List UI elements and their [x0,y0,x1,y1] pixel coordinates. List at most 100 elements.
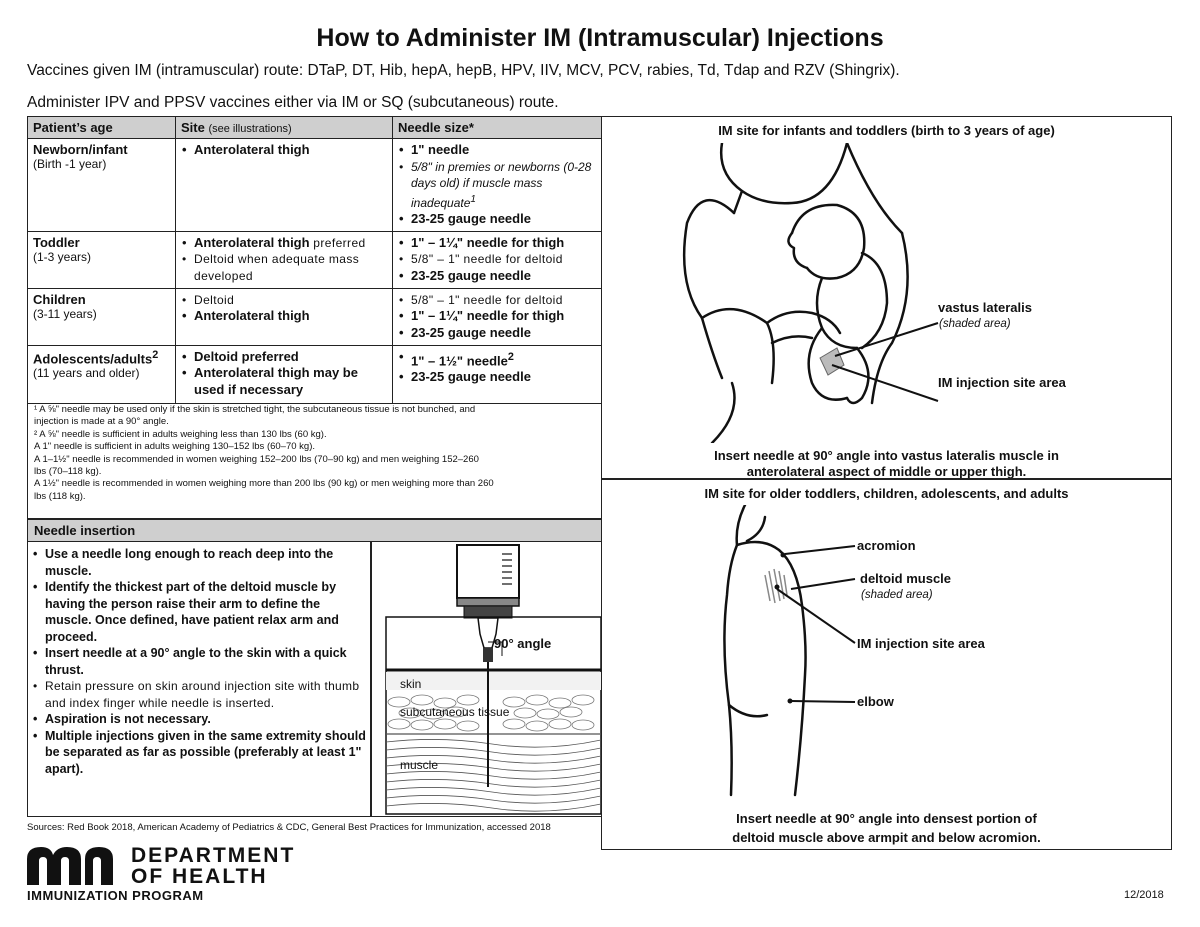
page-title: How to Administer IM (Intramuscular) Inj… [316,24,884,52]
site-cell: Deltoid Anterolateral thigh [175,287,393,346]
adult-panel-title: IM site for older toddlers, children, ad… [704,486,1069,501]
list-item: Use a needle long enough to reach deep i… [32,546,370,579]
needle-item: 23-25 gauge needle [398,211,596,228]
site-cell: Anterolateral thigh [175,138,393,232]
age-range: (11 years and older) [33,365,140,380]
adult-arm-illustration [723,505,856,797]
site-cell: Deltoid preferred Anterolateral thigh ma… [175,344,393,404]
age-label: Adolescents/adults2 [33,349,170,366]
needle-item: 5/8" – 1" needle for deltoid [398,292,596,309]
logo-line1: DEPARTMENT [131,844,296,867]
needle-cell: 1" – 1¼" needle for thigh 5/8" – 1" need… [392,230,602,289]
needle-item: 23-25 gauge needle [398,369,596,386]
deltoid-label: deltoid muscle [860,571,952,586]
footnote-ref: 2 [507,350,514,363]
needle-cell: 5/8" – 1" needle for deltoid 1" – 1¼" ne… [392,287,602,346]
column-divider [370,542,372,816]
footnote-line: A 1½" needle is recommended in women wei… [34,478,494,490]
age-range: (Birth -1 year) [33,157,107,171]
site-item: Anterolateral thigh [181,142,387,159]
needle-item: 23-25 gauge needle [398,268,596,285]
site-item: Anterolateral thigh may be used if neces… [181,365,387,398]
needle-item: 1" – 1½" needle2 [398,349,596,370]
site-bold: Anterolateral thigh [194,234,310,250]
age-label: Newborn/infant [33,142,128,157]
deltoid-shaded-note: (shaded area) [861,589,933,601]
diagram-skin-label: skin [400,677,422,691]
age-cell: Adolescents/adults2 (11 years and older) [27,344,176,404]
header-site-note: (see illustrations) [208,123,292,135]
site-item: Deltoid preferred [181,349,387,366]
age-cell: Toddler (1-3 years) [27,230,176,289]
age-label: Toddler [33,234,80,250]
mn-logo-icon [27,847,113,885]
footnotes: ¹ A ⅝" needle may be used only if the sk… [27,401,602,519]
table-row: Children (3-11 years) Deltoid Anterolate… [27,287,602,346]
infant-caption-line1: Insert needle at 90° angle into vastus l… [714,448,1059,463]
logo-department: DEPARTMENT OF HEALTH [131,845,295,887]
intro-vaccines-im: Vaccines given IM (intramuscular) route:… [27,62,900,79]
adult-site-panel: IM site for older toddlers, children, ad… [601,478,1172,850]
intro-vaccines-ipv: Administer IPV and PPSV vaccines either … [27,94,559,111]
adult-injection-site-label: IM injection site area [857,636,985,651]
footnote-line: ² A ⅝" needle is sufficient in adults we… [34,428,327,440]
diagram-muscle-label: muscle [400,758,439,772]
needle-size-table: Patient’s age Site (see illustrations) N… [27,116,602,404]
footnote-ref: 2 [152,348,159,361]
infant-injection-site-label: IM injection site area [938,375,1066,390]
site-item: Anterolateral thigh preferred [181,235,387,252]
footnote-line: injection is made at a 90° angle. [34,416,169,428]
revision-date: 12/2018 [1124,889,1164,901]
table-row: Adolescents/adults2 (11 years and older)… [27,344,602,404]
infant-panel-title: IM site for infants and toddlers (birth … [718,123,1055,138]
age-cell: Newborn/infant (Birth -1 year) [27,138,176,232]
logo-line2: OF HEALTH [131,865,268,888]
header-site: Site (see illustrations) [175,116,393,139]
vastus-lateralis-label: vastus lateralis [938,300,1032,315]
vastus-shaded-note: (shaded area) [939,318,1011,330]
needle-cell: 1" – 1½" needle2 23-25 gauge needle [392,344,602,404]
age-range: (3-11 years) [33,306,97,321]
needle-text: 1" – 1½" needle [411,352,508,368]
adult-caption-line2: deltoid muscle above armpit and below ac… [732,830,1041,845]
diagram-subcutaneous-label: subcutaneous tissue [400,705,510,719]
age-text: Adolescents/adults [33,350,153,366]
needle-item: 1" needle [398,142,596,159]
list-item: Multiple injections given in the same ex… [32,728,370,778]
needle-item: 5/8" in premies or newborns (0-28 days o… [398,159,596,212]
age-range: (1-3 years) [33,249,92,264]
age-cell: Children (3-11 years) [27,287,176,346]
footnote-line: A 1–1½" needle is recommended in women w… [34,453,479,465]
footnote-line: A 1" needle is sufficient in adults weig… [34,441,315,453]
list-item: Retain pressure on skin around injection… [32,678,370,711]
needle-item: 1" – 1¼" needle for thigh [398,235,596,252]
diagram-angle-label: 90° angle [494,636,552,651]
list-item: Aspiration is not necessary. [32,711,370,728]
header-needle: Needle size* [392,116,602,139]
header-age: Patient’s age [27,116,176,139]
footnote-ref: 1 [470,193,476,205]
sources-note: Sources: Red Book 2018, American Academy… [27,822,551,833]
header-site-label: Site [181,120,205,135]
needle-note: 5/8" in premies or newborns (0-28 days o… [411,159,592,210]
list-item: Identify the thickest part of the deltoi… [32,579,370,645]
footnote-line: lbs (118 kg). [34,490,86,502]
table-row: Newborn/infant (Birth -1 year) Anterolat… [27,138,602,232]
footnote-line: ¹ A ⅝" needle may be used only if the sk… [34,404,476,415]
site-item: Anterolateral thigh [181,308,387,325]
site-item: Deltoid when adequate mass developed [181,251,387,284]
needle-cell: 1" needle 5/8" in premies or newborns (0… [392,138,602,232]
acromion-label: acromion [857,538,916,553]
list-item: Insert needle at a 90° angle to the skin… [32,645,370,678]
elbow-label: elbow [857,694,894,709]
needle-insertion-box: Use a needle long enough to reach deep i… [27,542,602,817]
table-row: Toddler (1-3 years) Anterolateral thigh … [27,230,602,289]
adult-caption-line1: Insert needle at 90° angle into densest … [736,811,1037,826]
needle-item: 1" – 1¼" needle for thigh [398,308,596,325]
infant-site-panel: IM site for infants and toddlers (birth … [601,116,1172,480]
footnote-line: lbs (70–118 kg). [34,466,102,478]
logo-program: IMMUNIZATION PROGRAM [27,888,204,903]
needle-insertion-list: Use a needle long enough to reach deep i… [32,546,370,777]
table-header-row: Patient’s age Site (see illustrations) N… [27,116,602,139]
needle-insertion-diagram [385,544,602,815]
